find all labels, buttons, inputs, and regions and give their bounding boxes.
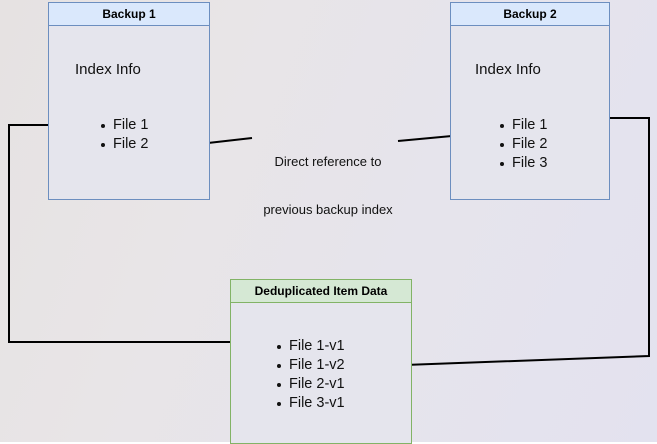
list-item: File 3: [498, 154, 547, 173]
list-item: File 2-v1: [275, 375, 345, 394]
list-item: File 2: [498, 135, 547, 154]
list-item: File 3-v1: [275, 394, 345, 413]
node-backup2-file-list: File 1 File 2 File 3: [498, 116, 547, 173]
node-backup2[interactable]: Backup 2 Index Info File 1 File 2 File 3: [450, 2, 610, 200]
node-deduplicated-file-list: File 1-v1 File 1-v2 File 2-v1 File 3-v1: [275, 337, 345, 413]
list-item: File 1-v1: [275, 337, 345, 356]
node-backup2-index-label: Index Info: [475, 61, 541, 78]
node-backup1-header: Backup 1: [49, 3, 209, 26]
node-backup2-header: Backup 2: [451, 3, 609, 26]
list-item: File 2: [99, 135, 148, 154]
node-backup2-body: Index Info File 1 File 2 File 3: [451, 26, 609, 200]
node-backup1-file-list: File 1 File 2: [99, 116, 148, 154]
edge-label-direct-reference: Direct reference to previous backup inde…: [249, 122, 407, 250]
node-deduplicated-item-data[interactable]: Deduplicated Item Data File 1-v1 File 1-…: [230, 279, 412, 444]
node-backup1[interactable]: Backup 1 Index Info File 1 File 2: [48, 2, 210, 200]
list-item: File 1: [498, 116, 547, 135]
edge-label-line-1: Direct reference to: [274, 154, 382, 169]
list-item: File 1: [99, 116, 148, 135]
node-backup1-index-label: Index Info: [75, 61, 141, 78]
node-deduplicated-body: File 1-v1 File 1-v2 File 2-v1 File 3-v1: [231, 303, 411, 444]
node-backup1-body: Index Info File 1 File 2: [49, 26, 209, 200]
list-item: File 1-v2: [275, 356, 345, 375]
edge-label-line-2: previous backup index: [263, 202, 393, 217]
node-deduplicated-header: Deduplicated Item Data: [231, 280, 411, 303]
